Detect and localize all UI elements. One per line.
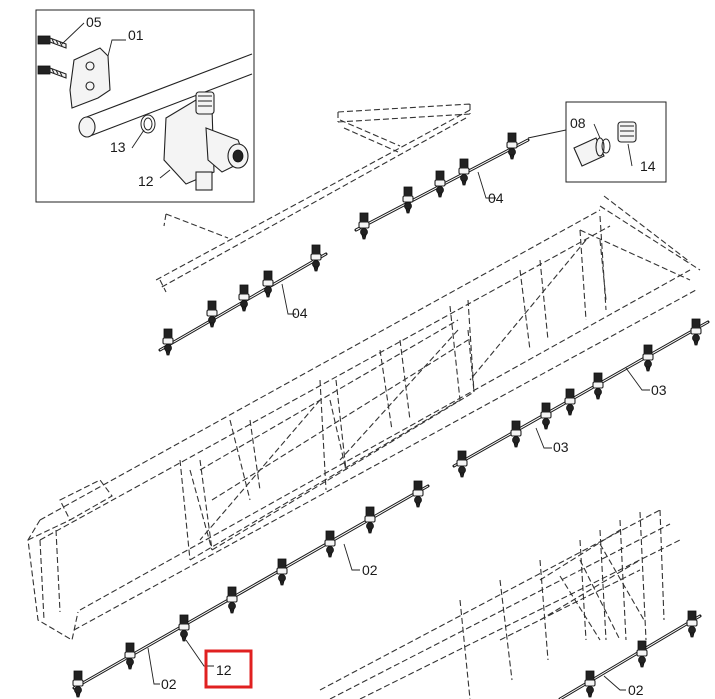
callout-03-upper: 03 [651,382,667,398]
nozzle-icon [162,328,174,356]
nozzle-icon [178,614,190,642]
leader-12-highlighted [185,639,214,667]
callout-08: 08 [570,115,586,131]
nozzle-icon [434,170,446,198]
callout-13: 13 [110,139,126,155]
main-boom-truss [27,195,701,641]
spray-pipe-04-lower: 04 [158,244,328,356]
nozzle-icon [358,212,370,240]
nozzle-icon [584,670,596,698]
nozzle-icon [412,480,424,508]
nozzle-icon [276,558,288,586]
callout-12-highlighted: 12 [216,662,232,678]
nozzle-icon [564,388,576,416]
spray-pipe-02-right: 02 [558,610,702,699]
bolt-05 [37,35,67,79]
nozzle-icon [456,450,468,478]
callout-02-left: 02 [161,676,177,692]
callout-05: 05 [86,14,102,30]
highlight-box [204,649,253,689]
detail-inset-end-cap: 08 14 [527,101,667,183]
nozzle-icon [540,402,552,430]
inset-pipe [78,53,253,138]
nozzle-icon [124,642,136,670]
callout-02-right: 02 [628,682,644,698]
nozzle-icon [402,186,414,214]
end-cap-ring-08 [601,138,611,154]
detail-inset-end-cap-frame [565,101,667,183]
nozzle-icon [686,610,698,638]
lower-boom-section [319,509,681,699]
callout-01: 01 [128,27,144,43]
clamp-01 [69,47,111,109]
nozzle-icon [324,530,336,558]
o-ring-13 [140,114,156,134]
spray-pipe-02-middle: 02 02 [72,480,430,698]
nozzle-icon [636,640,648,668]
nozzle-body-12 [163,91,249,191]
nozzle-icon [226,586,238,614]
spray-pipe-04-upper: 04 [354,132,530,240]
callout-02-mid: 02 [362,562,378,578]
nozzle-icon [506,132,518,160]
detail-inset-clamp: 05 01 13 12 [35,9,255,203]
nozzle-icon [310,244,322,272]
nozzle-icon [364,506,376,534]
callout-14: 14 [640,158,656,174]
nozzle-icon [458,158,470,186]
nozzle-icon [642,344,654,372]
callout-04-lower: 04 [292,305,308,321]
callout-03-lower: 03 [553,439,569,455]
end-cap-pipe [573,137,605,167]
spray-pipe-03: 03 03 [452,318,710,478]
end-cap-plug-14 [617,121,637,143]
nozzle-icon [592,372,604,400]
highlighted-callout-12[interactable]: 12 [204,649,253,689]
callout-12: 12 [138,173,154,189]
upper-boom-section [155,103,471,293]
nozzle-icon [262,270,274,298]
callout-04-upper: 04 [488,190,504,206]
nozzle-icon [238,284,250,312]
nozzle-icon [510,420,522,448]
nozzle-icon [690,318,702,346]
nozzle-icon [72,670,84,698]
detail-inset-frame [35,9,255,203]
